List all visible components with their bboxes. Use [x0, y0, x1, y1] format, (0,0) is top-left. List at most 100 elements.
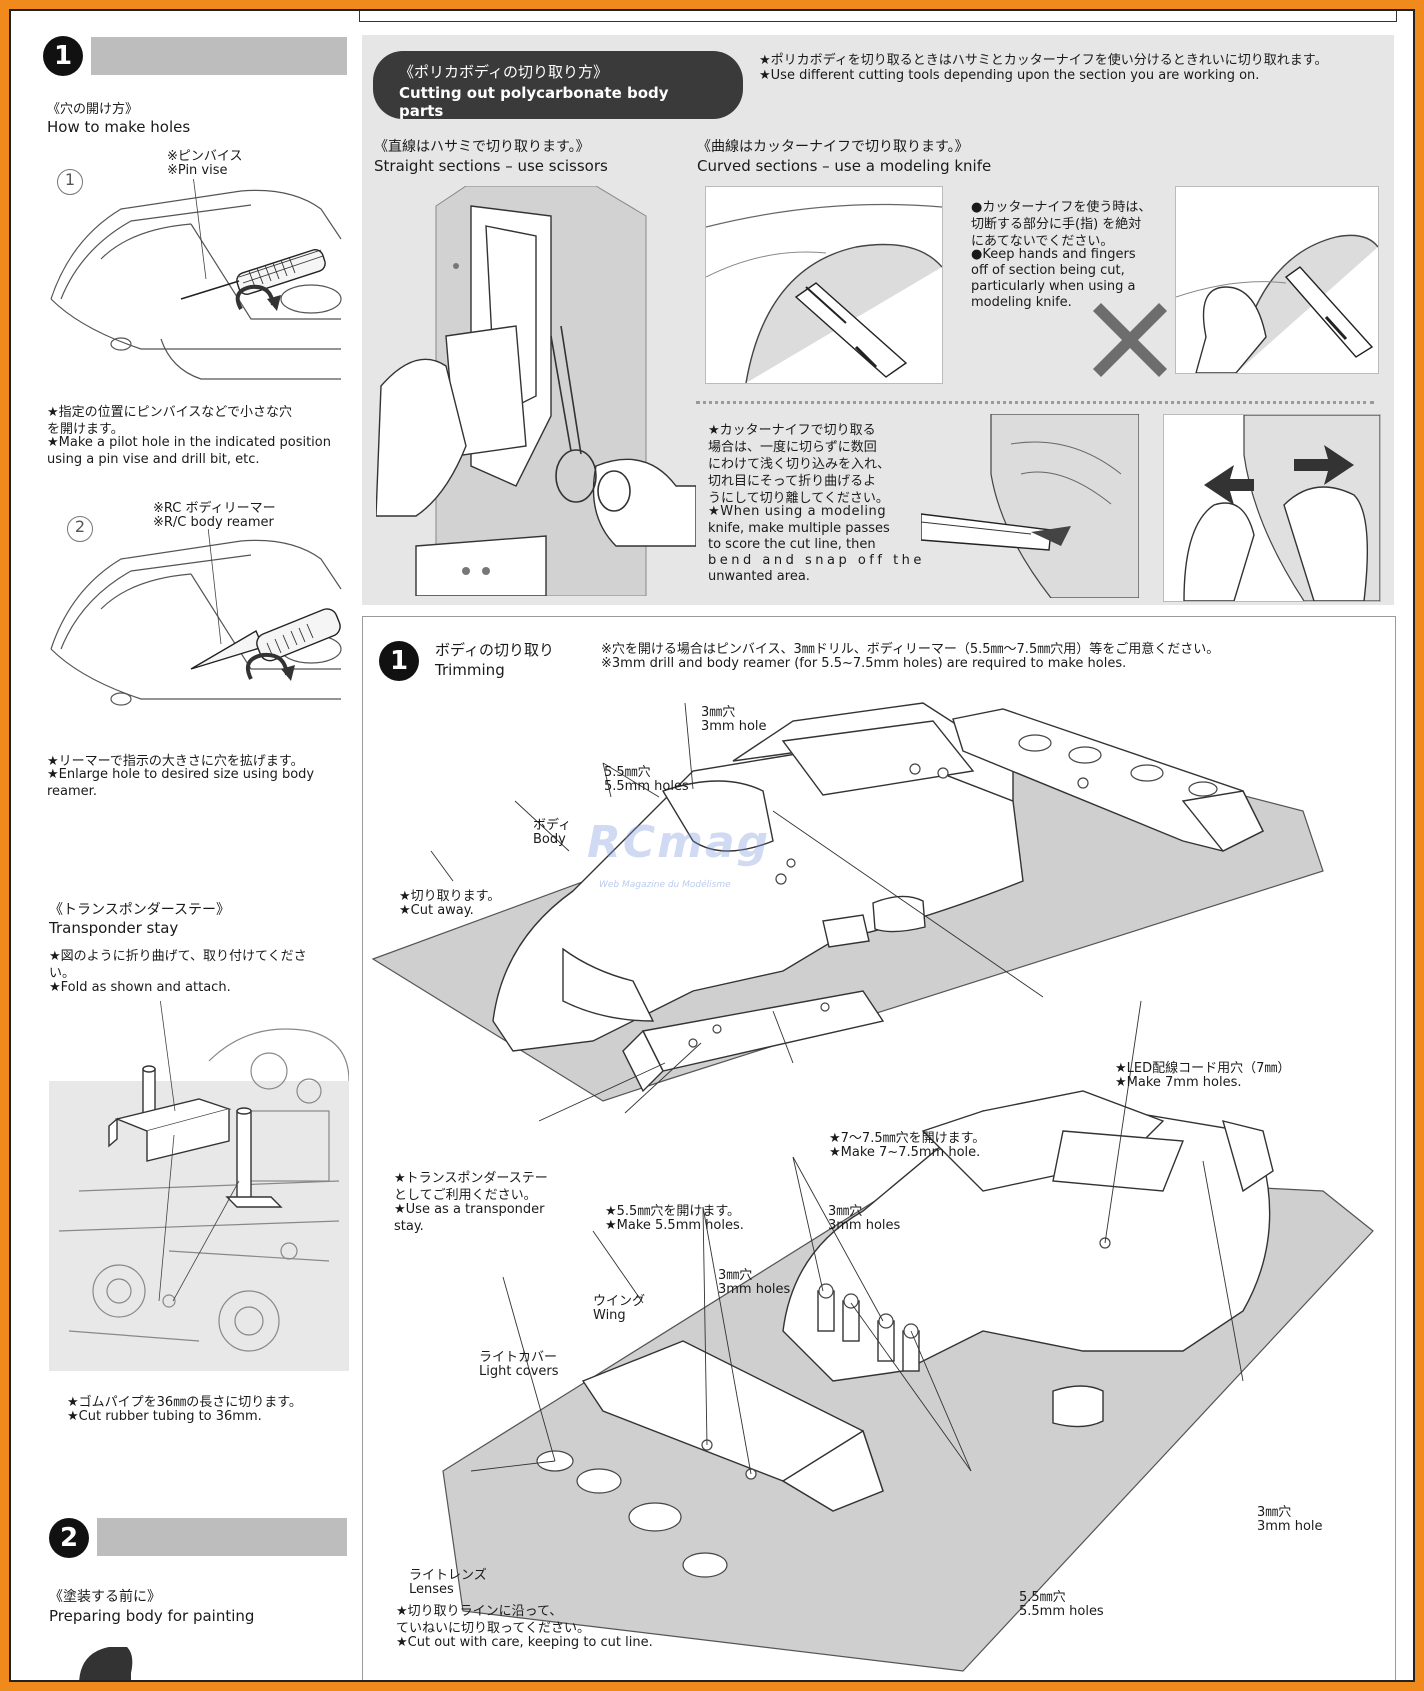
lenses-en: Lenses [409, 1582, 454, 1597]
cutting-note-en: ★Use different cutting tools depending u… [759, 68, 1260, 83]
transponder-use-jp-1: ★トランスポンダーステー [394, 1171, 548, 1186]
cutting-title-en: Cutting out polycarbonate body parts [399, 84, 669, 120]
lenses-jp: ライトレンズ [409, 1568, 487, 1583]
trimming-step-badge: 1 [379, 641, 419, 681]
tools-required-jp: ※穴を開ける場合はピンバイス、3㎜ドリル、ボディリーマー（5.5㎜〜7.5㎜穴用… [601, 642, 1220, 657]
trimming-title-en: Trimming [435, 661, 505, 679]
trimming-title-jp: ボディの切り取り [435, 641, 554, 659]
keep-hands-en-4: modeling knife. [971, 295, 1072, 310]
transponder-use-jp-2: としてご利用ください。 [394, 1188, 537, 1203]
knife-curve-photo-1 [705, 186, 943, 384]
pinvise-label-jp: ※ピンバイス [167, 149, 243, 164]
multi-pass-en-5: unwanted area. [708, 569, 810, 584]
holes-3mm-upper-en: 3mm holes [828, 1218, 901, 1233]
watermark-logo: RCmag [587, 817, 771, 868]
holes-3mm-wing-en: 3mm holes [718, 1282, 791, 1297]
tools-required-en: ※3mm drill and body reamer (for 5.5~7.5m… [601, 656, 1127, 671]
wing-label-jp: ウイング [593, 1294, 646, 1309]
curved-title-en: Curved sections – use a modeling knife [697, 157, 992, 175]
cutting-note-jp: ★ポリカボディを切り取るときはハサミとカッターナイフを使い分けるときれいに切り取… [759, 53, 1328, 68]
watermark-subtitle: Web Magazine du Modélisme [599, 880, 731, 890]
hole-75mm-jp: ★7〜7.5㎜穴を開けます。 [829, 1131, 986, 1146]
instruction-page: 1 《穴の開け方》 How to make holes 1 ※ピンバイス ※Pi… [9, 9, 1415, 1682]
body-label-en: Body [533, 832, 566, 847]
step-2-badge: 2 [49, 1518, 89, 1558]
multi-pass-en-4: bend and snap off the [708, 553, 925, 568]
keep-hands-jp-1: ●カッターナイフを使う時は、 [971, 200, 1152, 215]
cut-carefully-jp-2: ていねいに切り取ってください。 [396, 1621, 590, 1636]
enlarge-hole-en-1: ★Enlarge hole to desired size using body [47, 767, 315, 782]
step-1-badge: 1 [43, 36, 83, 76]
body-label-jp: ボディ [533, 818, 572, 833]
enlarge-hole-en-2: reamer. [47, 784, 97, 799]
prohibited-x-icon [1093, 303, 1167, 377]
knife-score-photo [921, 414, 1139, 598]
dotted-divider [696, 401, 1374, 404]
holes-55mm-jp: 5.5㎜穴 [604, 765, 651, 780]
reamer-illustration [50, 529, 342, 706]
reamer-label-en: ※R/C body reamer [153, 515, 274, 530]
sub-step-2-number: 2 [67, 516, 93, 542]
multi-pass-jp-1: ★カッターナイフで切り取る [708, 423, 876, 438]
led-holes-jp: ★LED配線コード用穴（7㎜） [1115, 1061, 1291, 1076]
cut-carefully-jp-1: ★切り取りラインに沿って、 [396, 1604, 563, 1619]
keep-hands-en-1: ●Keep hands and fingers [971, 247, 1136, 262]
keep-hands-en-2: off of section being cut, [971, 263, 1125, 278]
tubing-en: ★Cut rubber tubing to 36mm. [67, 1409, 262, 1424]
body-trimming-illustration [371, 702, 1374, 1672]
hole-3mm-jp: 3㎜穴 [701, 705, 736, 720]
hole-3mm-right-en: 3mm hole [1257, 1519, 1323, 1534]
light-covers-en: Light covers [479, 1364, 559, 1379]
painting-title-en: Preparing body for painting [49, 1607, 255, 1625]
keep-hands-en-3: particularly when using a [971, 279, 1136, 294]
painting-partial-illustration [79, 1647, 133, 1680]
curved-title-jp: 《曲線はカッターナイフで切り取ります。》 [697, 139, 969, 155]
multi-pass-en-2: knife, make multiple passes [708, 521, 890, 536]
cut-away-en: ★Cut away. [399, 903, 474, 918]
scissors-cutting-illustration [376, 186, 696, 596]
step-1-bar [91, 37, 347, 75]
hole-3mm-en: 3mm hole [701, 719, 767, 734]
multi-pass-en-3: to score the cut line, then [708, 537, 876, 552]
multi-pass-jp-2: 場合は、一度に切らずに数回 [708, 440, 877, 455]
holes-title-en: How to make holes [47, 118, 191, 136]
hole-75mm-en: ★Make 7~7.5mm hole. [829, 1145, 981, 1160]
keep-hands-jp-2: 切断する部分に手(指) を絶対 [971, 217, 1142, 232]
led-holes-en: ★Make 7mm holes. [1115, 1075, 1242, 1090]
pilot-hole-en-1: ★Make a pilot hole in the indicated posi… [47, 435, 331, 450]
step-2-bar [97, 1518, 347, 1556]
straight-title-jp: 《直線はハサミで切り取ります。》 [374, 139, 590, 155]
pinvise-label-en: ※Pin vise [167, 163, 228, 178]
fold-jp-1: ★図のように折り曲げて、取り付けてくださ [49, 949, 307, 964]
light-covers-jp: ライトカバー [479, 1350, 558, 1365]
painting-title-jp: 《塗装する前に》 [49, 1589, 161, 1605]
straight-title-en: Straight sections – use scissors [374, 157, 608, 175]
top-rule [359, 11, 1397, 22]
holes-55mm-en: 5.5mm holes [604, 779, 689, 794]
pilot-hole-en-2: using a pin vise and drill bit, etc. [47, 452, 260, 467]
multi-pass-jp-3: にわけて浅く切り込みを入れ、 [708, 457, 891, 472]
holes-title-jp: 《穴の開け方》 [47, 102, 139, 117]
make-55mm-en: ★Make 5.5mm holes. [605, 1218, 744, 1233]
cut-carefully-en: ★Cut out with care, keeping to cut line. [396, 1635, 653, 1650]
sub-step-1-number: 1 [57, 169, 83, 195]
keep-hands-jp-3: にあてないでください。 [971, 234, 1114, 249]
transponder-use-en-1: ★Use as a transponder [394, 1202, 545, 1217]
pilot-hole-jp-2: を開けます。 [47, 422, 124, 437]
tubing-jp: ★ゴムパイプを36㎜の長さに切ります。 [67, 1395, 302, 1410]
cutting-title-pill: 《ポリカボディの切り取り方》 Cutting out polycarbonate… [373, 51, 743, 120]
transponder-title-jp: 《トランスポンダーステー》 [49, 902, 231, 918]
transponder-title-en: Transponder stay [49, 919, 179, 937]
cut-away-jp: ★切り取ります。 [399, 889, 501, 904]
fold-jp-2: い。 [49, 966, 76, 981]
knife-curve-photo-wrong [1175, 186, 1379, 374]
snap-off-photo [1163, 414, 1381, 602]
wing-label-en: Wing [593, 1308, 626, 1323]
hole-3mm-right-jp: 3㎜穴 [1257, 1505, 1292, 1520]
pin-vise-illustration [50, 179, 342, 380]
transponder-use-en-2: stay. [394, 1219, 424, 1234]
holes-3mm-upper-jp: 3㎜穴 [828, 1204, 863, 1219]
holes-55mm-lower-jp: 5.5㎜穴 [1019, 1590, 1066, 1605]
multi-pass-jp-5: うにして切り離してください。 [708, 491, 889, 506]
